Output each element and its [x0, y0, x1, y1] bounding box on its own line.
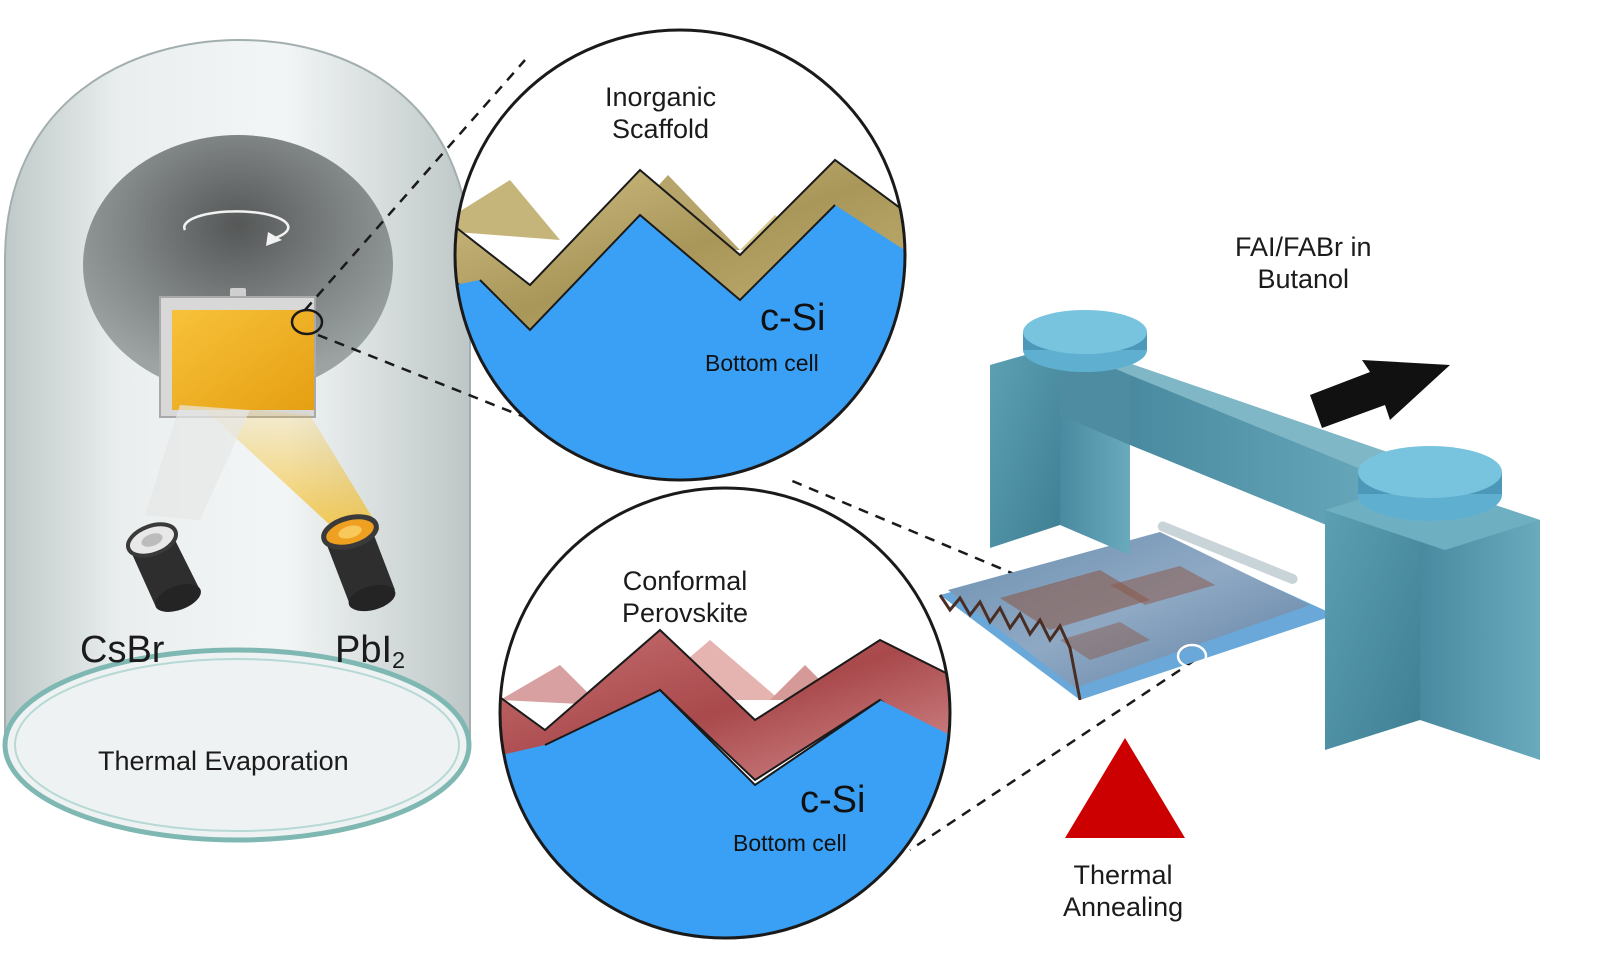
chamber-rim — [2, 647, 472, 843]
deposited-film — [172, 310, 314, 410]
zoom-marker-top — [290, 308, 324, 336]
label-thermal-annealing: Thermal Annealing — [1063, 860, 1183, 924]
zoom-marker-bottom — [1176, 643, 1208, 669]
label-solution-line1: FAI/FABr in — [1235, 232, 1372, 262]
crucible-csbr — [126, 522, 201, 612]
label-csi-top: c-Si — [760, 297, 826, 339]
label-scaffold-line1: Inorganic — [605, 82, 717, 112]
label-scaffold-line2: Scaffold — [612, 113, 710, 144]
label-pbi2-sub: 2 — [392, 646, 406, 673]
label-annealing-line2: Annealing — [1063, 891, 1184, 922]
label-solution-line2: Butanol — [1257, 263, 1350, 294]
vacuum-chamber-dome — [2, 38, 472, 843]
vapor-beam-left — [145, 405, 250, 520]
label-csbr: CsBr — [80, 629, 165, 671]
rotation-arrow-icon — [183, 210, 290, 246]
label-fai-fabr: FAI/FABr in Butanol — [1235, 232, 1372, 296]
direction-arrow-icon — [1310, 360, 1450, 428]
zoom-circle-scaffold — [453, 28, 907, 482]
slot-die-coater — [938, 310, 1540, 760]
label-pbi2: PbI2 — [335, 628, 405, 675]
label-perovskite-line1: Conformal — [622, 566, 748, 596]
label-bottom-cell-top: Bottom cell — [705, 350, 819, 376]
vapor-beam-right — [200, 405, 380, 530]
label-thermal-evaporation: Thermal Evaporation — [98, 746, 349, 776]
label-csi-bottom: c-Si — [800, 779, 866, 821]
label-bottom-cell-bottom: Bottom cell — [733, 830, 847, 856]
label-perovskite-line2: Perovskite — [622, 597, 749, 628]
label-pbi2-base: PbI — [335, 629, 393, 671]
silicon-substrate-bottom — [500, 690, 950, 938]
crucible-pbi2 — [321, 514, 396, 612]
label-conformal-perovskite: Conformal Perovskite — [622, 566, 748, 630]
label-inorganic-scaffold: Inorganic Scaffold — [605, 82, 716, 146]
silicon-substrate — [455, 205, 905, 480]
zoom-circle-perovskite — [498, 486, 952, 940]
heat-triangle-icon — [1065, 738, 1185, 838]
label-annealing-line1: Thermal — [1073, 860, 1173, 890]
